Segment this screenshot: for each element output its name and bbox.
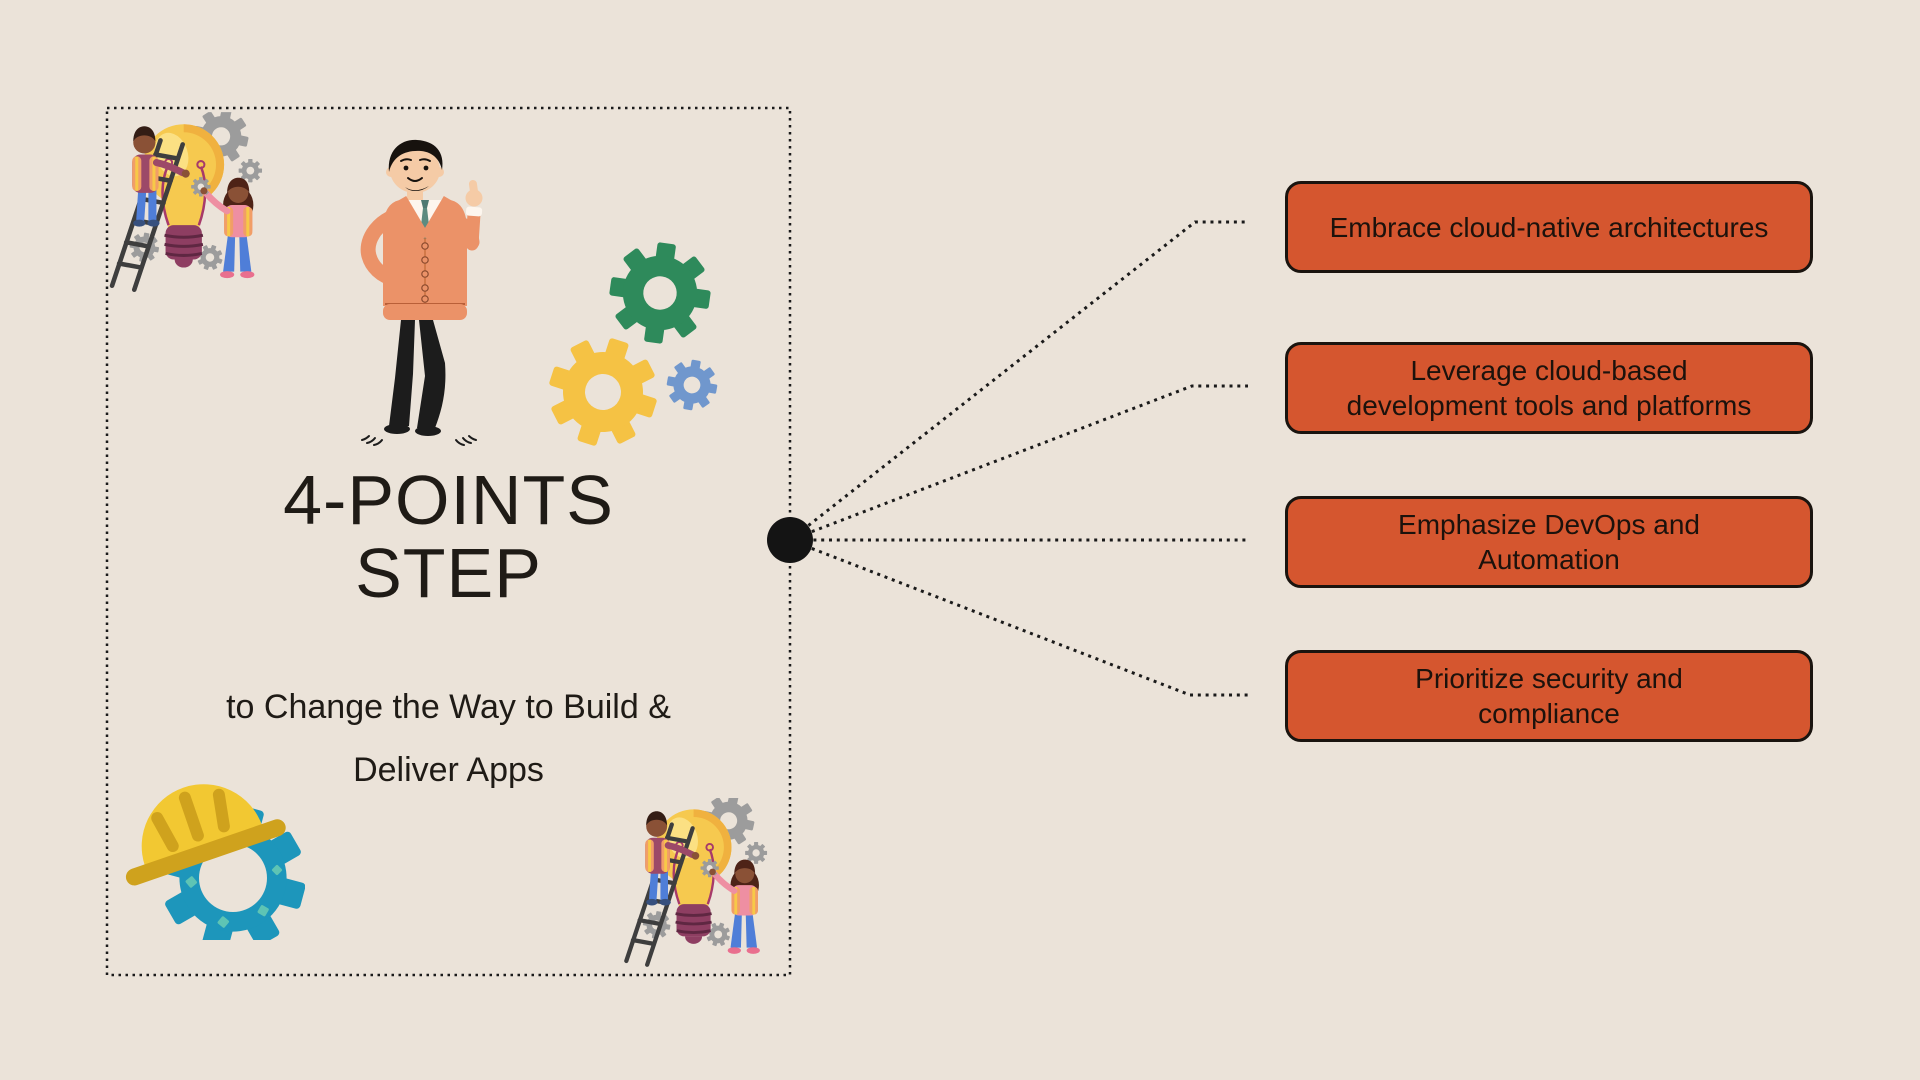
teamwork-lightbulb-illustration-bottom-right: [622, 798, 822, 978]
page-subtitle: to Change the Way to Build & Deliver App…: [107, 676, 790, 802]
step-label-line: Automation: [1478, 544, 1620, 575]
step-label-line: compliance: [1478, 698, 1620, 729]
step-box-3: Emphasize DevOps and Automation: [1285, 496, 1813, 588]
page-title: 4-POINTS STEP: [107, 464, 790, 610]
blue-gear-icon: [662, 355, 722, 415]
connector-line-4: [789, 538, 1248, 697]
step-label-line: Prioritize security and: [1415, 663, 1683, 694]
hub-dot: [767, 517, 813, 563]
step-label-line: Embrace cloud-native architectures: [1329, 211, 1769, 243]
gears-trio-icon: [545, 240, 725, 455]
subtitle-line-2: Deliver Apps: [353, 751, 544, 789]
step-box-4: Prioritize security and compliance: [1285, 650, 1813, 742]
green-gear-icon: [603, 240, 717, 350]
step-box-2: Leverage cloud-based development tools a…: [1285, 342, 1813, 434]
connector-line-2: [789, 384, 1248, 542]
title-line-1: 4-POINTS: [283, 461, 614, 539]
connector-line-1: [789, 220, 1248, 542]
panel-dotted-border: [105, 106, 792, 977]
title-line-2: STEP: [355, 534, 542, 612]
step-box-1: Embrace cloud-native architectures: [1285, 181, 1813, 273]
subtitle-line-1: to Change the Way to Build &: [226, 688, 671, 726]
man-thumbs-up-illustration: [345, 138, 505, 448]
yellow-gear-icon: [545, 323, 672, 455]
step-label-line: Emphasize DevOps and: [1398, 509, 1700, 540]
teamwork-lightbulb-illustration-top-left: [108, 112, 320, 304]
step-label-line: development tools and platforms: [1346, 390, 1752, 421]
step-label-line: Leverage cloud-based: [1410, 355, 1688, 386]
